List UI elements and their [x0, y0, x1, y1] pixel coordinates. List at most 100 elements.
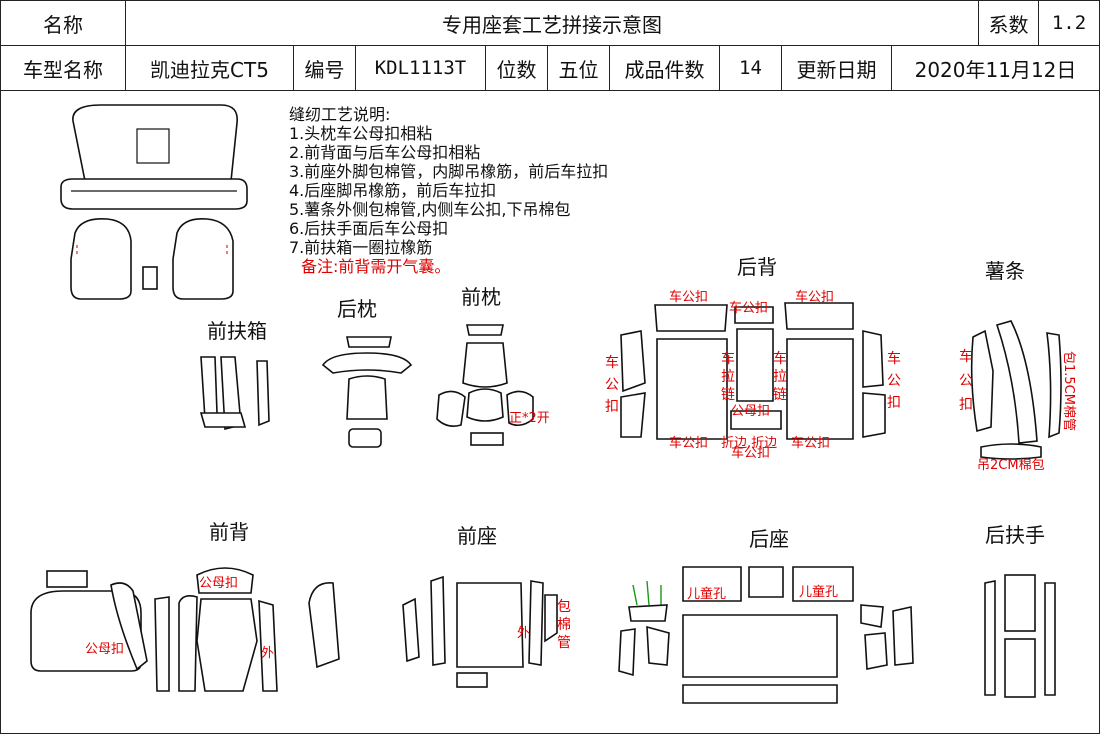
- front-back-piece: [258, 599, 278, 692]
- label-che-gong-kou: 车公扣: [669, 435, 708, 451]
- headrest-piece: [321, 352, 413, 374]
- front-back-piece: [110, 582, 148, 671]
- model-value: 凯迪拉克CT5: [126, 46, 294, 90]
- fries-pieces: 车 公 扣 吊2CM棉包 包1.5CM棉管: [959, 320, 1076, 473]
- rear-headrest-pieces: [321, 336, 413, 448]
- overview-front-seat-right: [172, 217, 234, 300]
- headrest-piece: [346, 336, 392, 348]
- rear-back-piece: [786, 338, 854, 440]
- overview-armbox: [142, 266, 158, 290]
- armbox-piece: [256, 360, 270, 427]
- fries-piece: [1046, 332, 1062, 439]
- pieces-label: 成品件数: [610, 46, 720, 90]
- headrest-piece: [466, 388, 504, 422]
- rear-back-piece: [736, 328, 774, 402]
- date-label: 更新日期: [782, 46, 892, 90]
- front-headrest-pieces: 正*2开: [436, 324, 550, 446]
- rear-armrest-pieces: [984, 574, 1056, 698]
- section-front-headrest: 前枕: [461, 285, 501, 309]
- seats-label: 位数: [486, 46, 548, 90]
- label-mian: 棉: [557, 616, 571, 633]
- overview-tube-marks: [76, 245, 228, 255]
- label-che: 车: [887, 350, 901, 367]
- overview-armrest-slot: [136, 128, 170, 164]
- note-item: 4.后座脚吊橡筋，前后车拉扣: [289, 181, 497, 200]
- front-back-piece: [178, 595, 198, 692]
- label-child-hole: 儿童孔: [799, 584, 838, 600]
- rear-back-piece: [620, 330, 646, 393]
- rear-seat-piece: [628, 604, 668, 622]
- note-item: 2.前背面与后车公母扣相粘: [289, 143, 481, 162]
- rear-back-piece: [862, 392, 886, 438]
- rear-back-piece: [620, 392, 646, 438]
- coef-value: 1.2: [1051, 12, 1087, 34]
- section-front-seat: 前座: [457, 524, 497, 548]
- rear-back-piece: [656, 338, 728, 440]
- rear-back-piece: [730, 410, 782, 430]
- rear-seat-piece: [860, 604, 884, 628]
- label-fold-edge: 折边,折边: [721, 436, 777, 451]
- rear-seat-piece: [748, 566, 784, 598]
- label-gong-mu-kou: 公母扣: [199, 576, 238, 591]
- rear-back-piece: [734, 306, 774, 324]
- code-label: 编号: [294, 46, 356, 90]
- info-row: 车型名称 凯迪拉克CT5 编号 KDL1113T 位数 五位 成品件数 14 更…: [1, 46, 1099, 91]
- front-seat-piece: [544, 594, 558, 643]
- front-seat-piece: [456, 582, 524, 668]
- front-seat-piece: [402, 597, 420, 663]
- fries-piece: [995, 320, 1038, 444]
- fries-piece: [980, 443, 1042, 460]
- rear-seat-piece: [646, 625, 670, 666]
- rear-seat-piece: [682, 566, 742, 602]
- pieces-value: 14: [720, 46, 782, 90]
- armrest-piece: [1044, 582, 1056, 696]
- armrest-piece: [984, 580, 996, 696]
- note-item: 7.前扶箱一圈拉橡筋: [289, 238, 433, 257]
- overview-rear-cushion: [60, 178, 248, 210]
- headrest-piece: [462, 342, 508, 388]
- armbox-piece: [199, 412, 247, 428]
- label-che: 车: [959, 348, 973, 365]
- headrest-piece: [470, 432, 504, 446]
- rear-seat-piece: [792, 566, 854, 602]
- front-back-piece: [46, 570, 88, 588]
- headrest-piece: [346, 375, 388, 420]
- label-wai: 外: [517, 626, 530, 641]
- section-front-back: 前背: [209, 520, 249, 544]
- label-la: 拉: [721, 369, 735, 385]
- rear-seat-green-marks: [632, 580, 662, 606]
- sewing-notes: 缝纫工艺说明: 1.头枕车公母扣相粘 2.前背面与后车公母扣相粘 3.前座外脚包…: [289, 105, 608, 276]
- label-lian: 链: [721, 387, 735, 403]
- rear-seat-piece: [618, 628, 636, 677]
- name-label: 名称: [1, 1, 126, 45]
- headrest-piece: [348, 428, 382, 448]
- note-item: 1.头枕车公母扣相粘: [289, 124, 433, 143]
- label-tube-cm: 包1.5CM棉管: [1061, 351, 1076, 431]
- front-back-piece: [154, 596, 170, 692]
- label-child-hole: 儿童孔: [687, 586, 726, 602]
- sheet-title: 专用座套工艺拼接示意图: [126, 1, 979, 45]
- note-item: 3.前座外脚包棉管，内脚吊橡筋，前后车拉扣: [289, 162, 609, 181]
- label-gong: 公: [887, 373, 901, 389]
- label-kou: 扣: [959, 397, 973, 413]
- headrest-piece: [436, 390, 466, 427]
- label-kou: 扣: [605, 399, 619, 415]
- rear-back-piece: [862, 330, 884, 388]
- section-front-armbox: 前扶箱: [207, 319, 267, 343]
- headrest-piece: [506, 390, 534, 427]
- code-value: KDL1113T: [356, 46, 486, 90]
- pattern-diagram: 前扶箱 后枕 前枕 正*2开 后背: [30, 104, 1076, 704]
- overview-rear-back: [72, 104, 238, 182]
- front-armbox-pieces: [199, 356, 270, 431]
- rear-back-piece: [784, 302, 854, 330]
- armrest-piece: [1004, 574, 1036, 632]
- label-lian: 链: [773, 387, 787, 403]
- armrest-piece: [1004, 638, 1036, 698]
- label-gong-mu-kou: 公母扣: [731, 404, 770, 419]
- label-gong-mu-kou: 公母扣: [85, 642, 124, 657]
- fries-piece: [970, 329, 994, 433]
- label-bao: 包: [557, 599, 571, 615]
- seat-overview: [60, 104, 248, 300]
- label-la: 拉: [773, 369, 787, 385]
